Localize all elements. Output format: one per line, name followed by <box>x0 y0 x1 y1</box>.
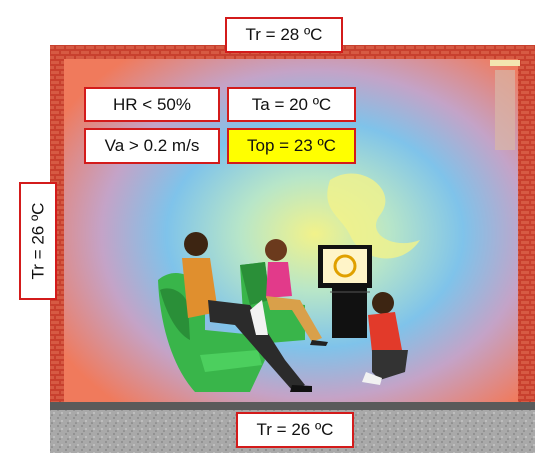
operative-temp-text: Top = 23 ºC <box>247 136 336 155</box>
humidity-text: HR < 50% <box>113 94 191 114</box>
window-sill <box>490 60 520 66</box>
humidity-label: HR < 50% <box>84 87 220 122</box>
air-swirl <box>327 173 420 259</box>
radiant-temp-ceiling-text: Tr = 28 ºC <box>245 25 323 44</box>
air-velocity-label: Va > 0.2 m/s <box>84 128 220 164</box>
radiant-temp-ceiling-label: Tr = 28 ºC <box>225 17 343 53</box>
woman-sitting <box>265 239 328 346</box>
air-temp-label: Ta = 20 ºC <box>227 87 356 122</box>
radiant-temp-floor-text: Tr = 26 ºC <box>256 420 334 439</box>
air-velocity-text: Va > 0.2 m/s <box>104 136 200 155</box>
radiant-temp-floor-label: Tr = 26 ºC <box>236 412 354 448</box>
operative-temp-label: Top = 23 ºC <box>227 128 356 164</box>
armchair <box>158 272 265 392</box>
left-wall <box>50 45 64 420</box>
radiant-temp-wall-text: Tr = 26 ºC <box>28 202 48 280</box>
air-temp-text: Ta = 20 ºC <box>251 94 332 114</box>
window-frame <box>495 70 515 150</box>
child-on-floor <box>362 292 408 385</box>
floor <box>50 402 535 410</box>
man-in-armchair <box>182 232 312 392</box>
right-wall <box>518 59 535 419</box>
radiant-temp-wall-label: Tr = 26 ºC <box>19 182 57 300</box>
television <box>318 245 372 338</box>
